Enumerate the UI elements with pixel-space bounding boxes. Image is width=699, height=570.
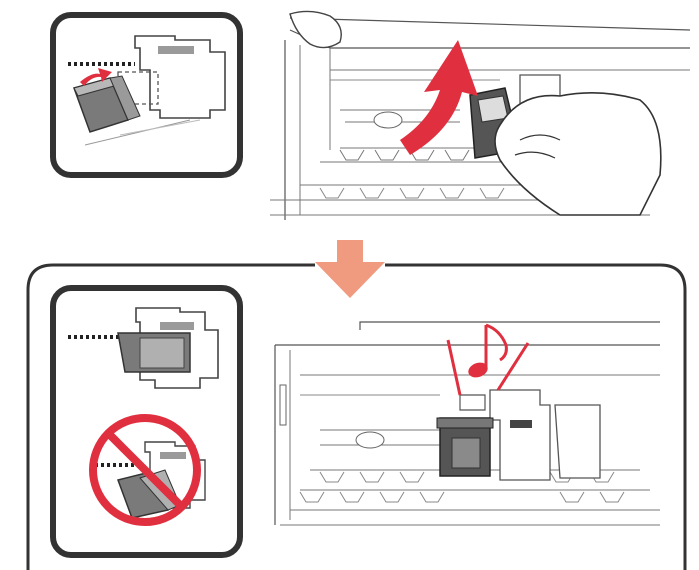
step-insert-cartridge — [50, 10, 691, 220]
printer-cartridge-installed — [274, 321, 660, 526]
red-curved-arrow-up-icon — [400, 40, 478, 155]
red-insert-arrow-icon — [80, 68, 112, 86]
click-sound-note-icon — [446, 323, 530, 396]
cartridge-icon — [436, 417, 532, 477]
cartridge-correct-position-icon — [68, 307, 219, 389]
down-arrow-icon — [315, 240, 385, 298]
holding-hand-icon — [289, 10, 342, 49]
pushing-hand-icon — [494, 92, 662, 216]
inset-position-check — [50, 285, 243, 558]
step-cartridge-locked — [26, 263, 687, 570]
no-sign-icon — [89, 414, 201, 526]
inset-cartridge-slide-in — [50, 12, 243, 178]
cartridge-icon — [73, 75, 141, 133]
step-panel-border — [26, 263, 687, 570]
holder-latch-icon — [158, 46, 194, 54]
printer-open-top — [270, 10, 691, 220]
